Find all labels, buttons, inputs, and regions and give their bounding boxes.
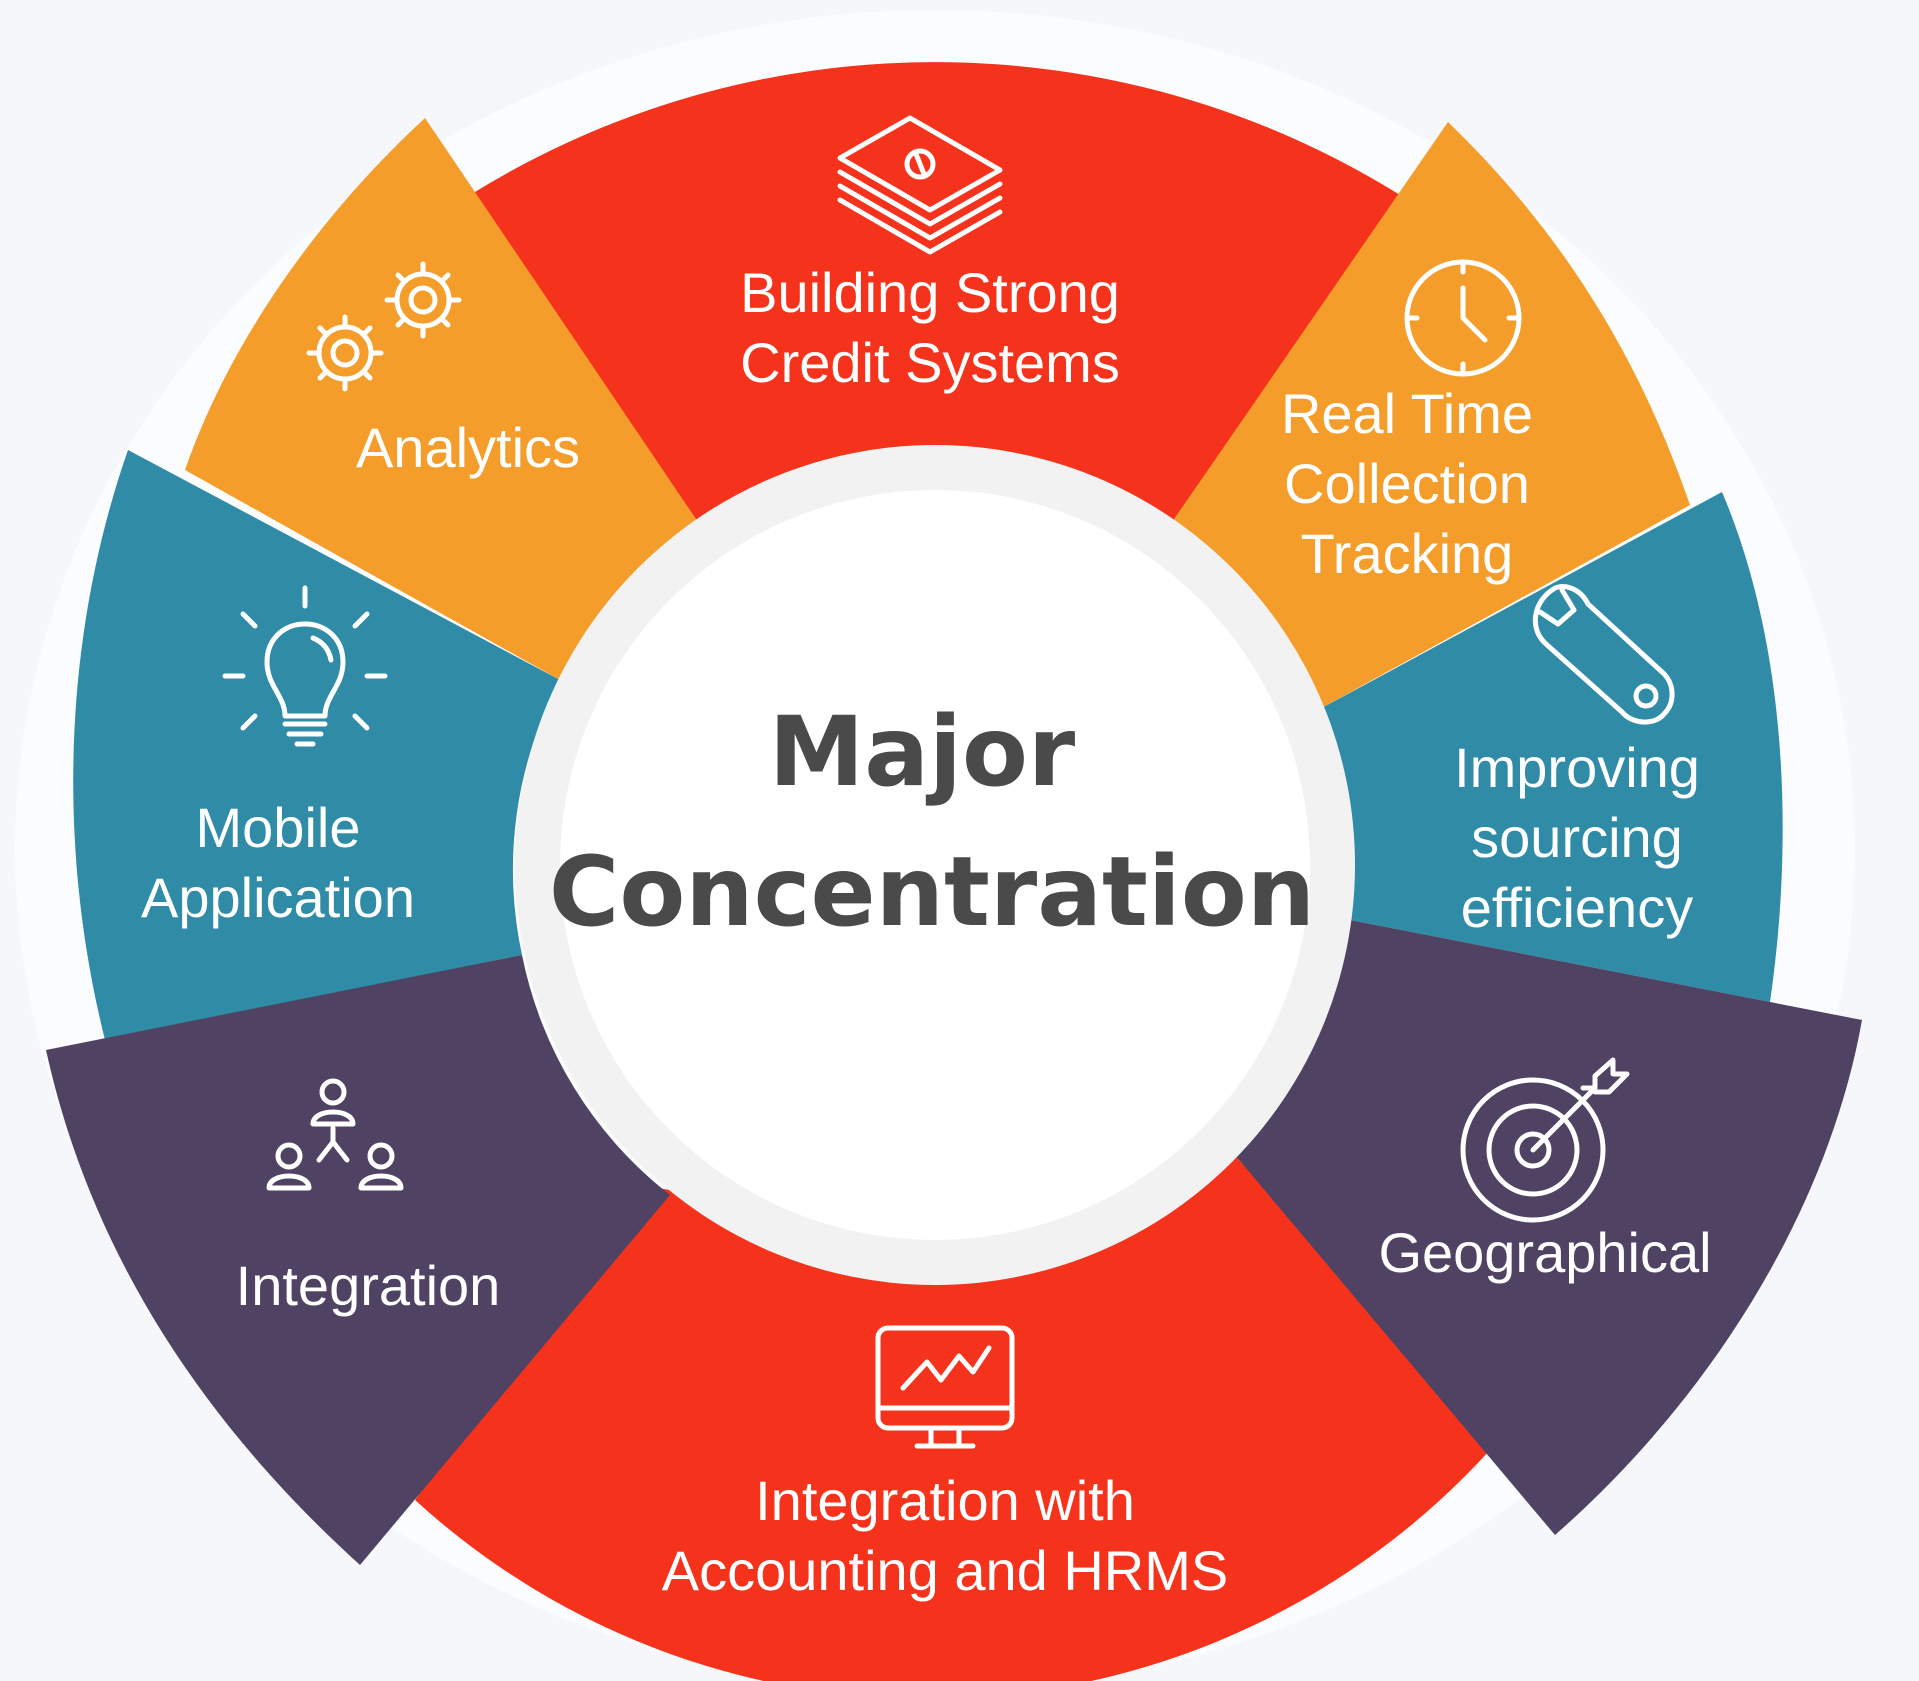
label-credit-line1: Building Strong <box>740 261 1120 324</box>
gears-icon <box>306 261 462 392</box>
segment-geo <box>1235 920 1862 1535</box>
center-title-line2: Concentration <box>549 836 1315 948</box>
label-sourcing-line1: Improving <box>1454 736 1700 799</box>
target-icon <box>1460 1057 1630 1223</box>
segment-analytics <box>185 118 700 680</box>
people-network-icon <box>266 1078 404 1191</box>
label-analytics-line1: Analytics <box>356 416 580 479</box>
center-title-line1: Major <box>769 696 1076 808</box>
segment-integration <box>46 955 670 1565</box>
label-realtime: Real Time Collection Tracking <box>1281 382 1533 585</box>
label-integration-line1: Integration <box>236 1254 501 1317</box>
label-mobile: Mobile Application <box>141 796 415 929</box>
label-sourcing-line2: sourcing <box>1471 806 1683 869</box>
label-mobile-line2: Application <box>141 866 415 929</box>
label-analytics: Analytics <box>356 416 580 479</box>
money-stack-icon <box>837 115 1003 255</box>
segment-credit <box>470 62 1400 526</box>
label-sourcing: Improving sourcing efficiency <box>1454 736 1700 939</box>
label-geo: Geographical <box>1378 1221 1711 1284</box>
label-mobile-line1: Mobile <box>196 796 361 859</box>
wrench-icon <box>1532 584 1675 725</box>
center-disc <box>560 490 1310 1240</box>
segment-accounting <box>415 1155 1490 1681</box>
label-realtime-line3: Tracking <box>1301 522 1514 585</box>
monitor-chart-icon <box>875 1325 1015 1449</box>
label-credit: Building Strong Credit Systems <box>740 261 1120 394</box>
label-accounting-line1: Integration with <box>755 1469 1135 1532</box>
segment-sourcing <box>1318 492 1783 1002</box>
segment-realtime <box>1170 122 1690 710</box>
label-geo-line1: Geographical <box>1378 1221 1711 1284</box>
label-accounting: Integration with Accounting and HRMS <box>662 1469 1229 1602</box>
label-accounting-line2: Accounting and HRMS <box>662 1539 1229 1602</box>
label-integration: Integration <box>236 1254 501 1317</box>
lightbulb-icon <box>222 585 388 747</box>
label-credit-line2: Credit Systems <box>740 331 1120 394</box>
label-sourcing-line3: efficiency <box>1461 876 1693 939</box>
label-realtime-line2: Collection <box>1284 452 1530 515</box>
clock-icon <box>1404 259 1522 377</box>
label-realtime-line1: Real Time <box>1281 382 1533 445</box>
segment-mobile <box>73 450 561 1040</box>
